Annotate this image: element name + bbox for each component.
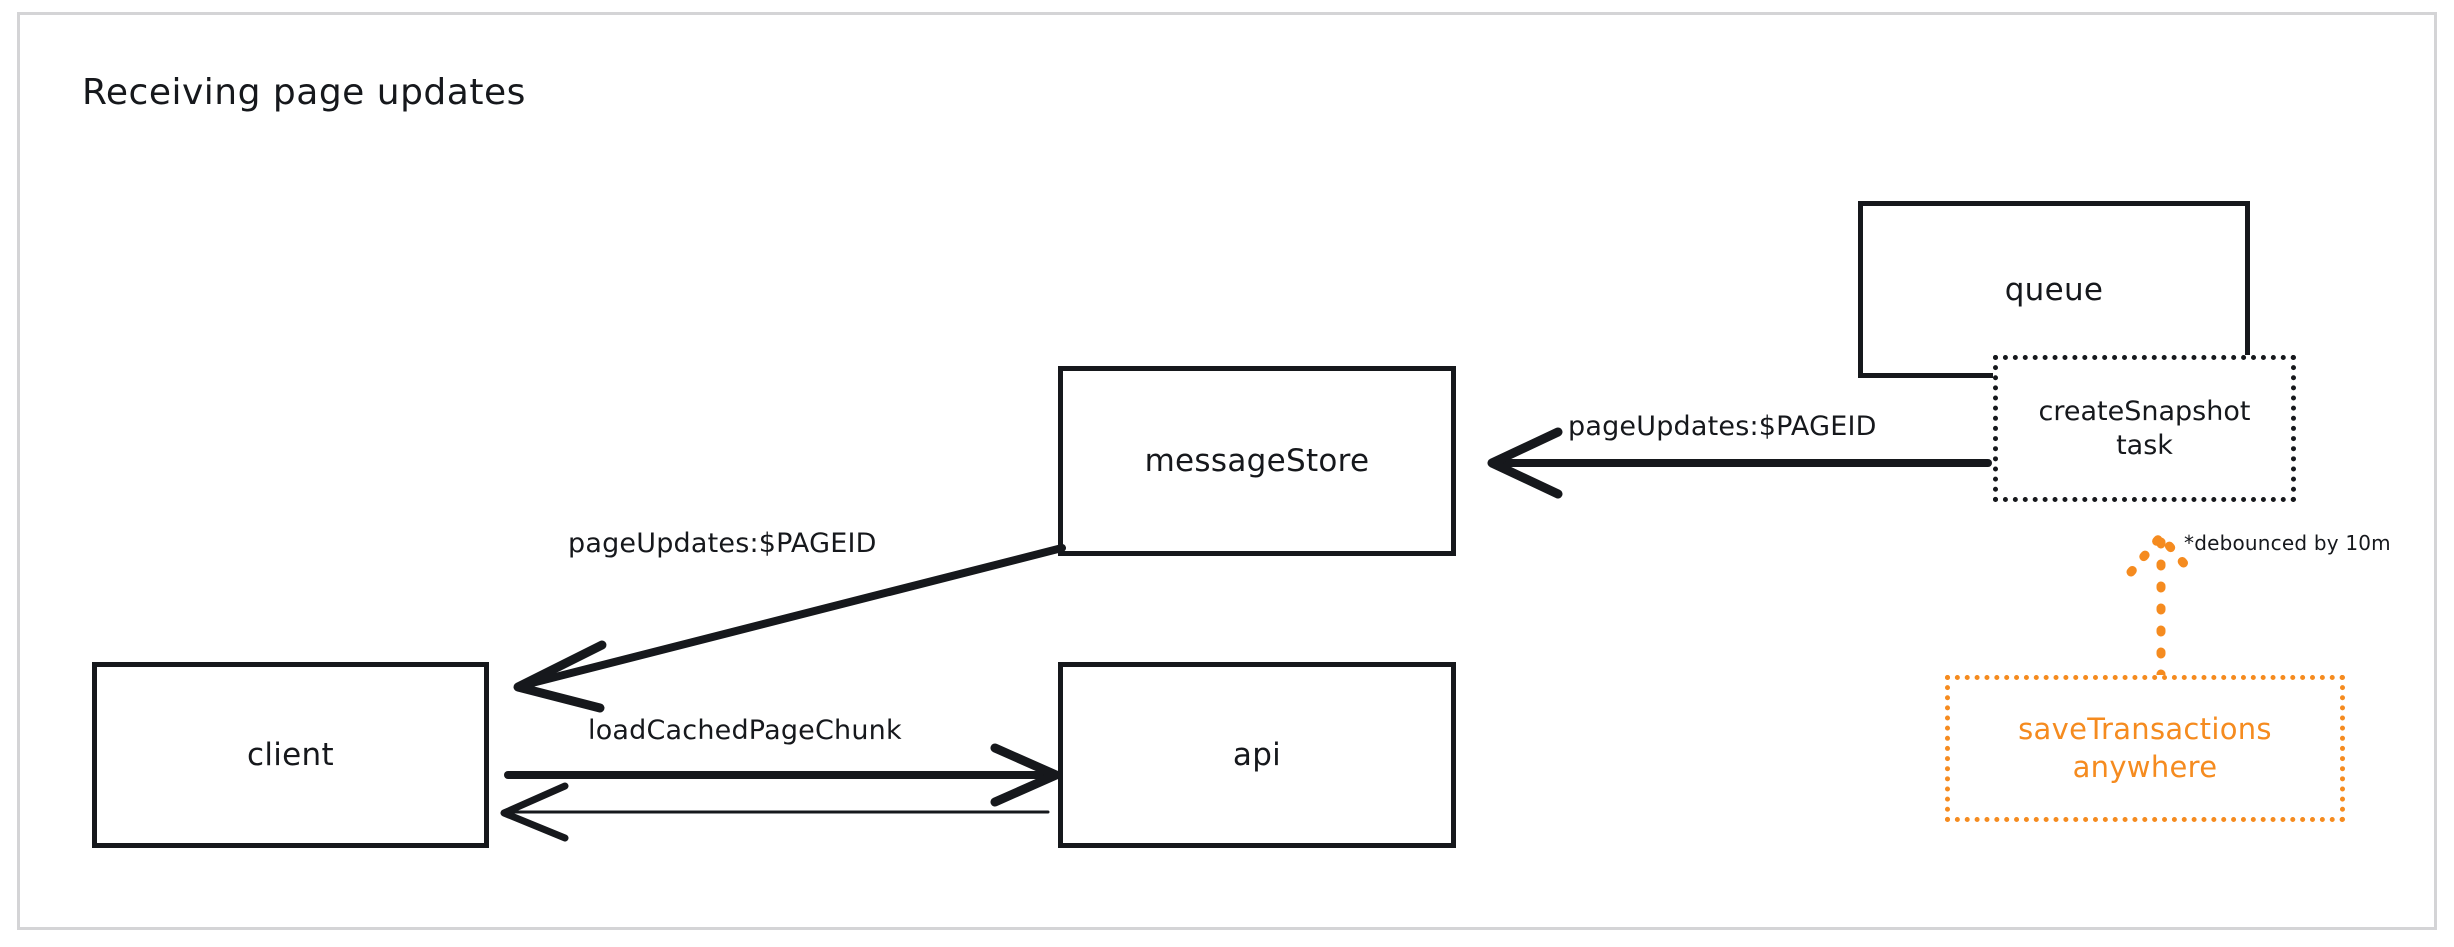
node-create-snapshot-task-label-line1: createSnapshot <box>2038 395 2251 427</box>
edge-label-messagestore-to-client: pageUpdates:$PAGEID <box>568 528 877 559</box>
edge-label-snapshot-to-messagestore: pageUpdates:$PAGEID <box>1568 411 1877 442</box>
node-create-snapshot-task[interactable]: createSnapshot task <box>1993 355 2296 502</box>
edge-label-debounce-note: *debounced by 10m <box>2184 531 2391 555</box>
node-api[interactable]: api <box>1058 662 1456 848</box>
node-messagestore[interactable]: messageStore <box>1058 366 1456 556</box>
node-save-transactions-anywhere[interactable]: saveTransactions anywhere <box>1945 675 2345 822</box>
node-create-snapshot-task-label-line2: task <box>2116 429 2173 461</box>
node-save-transactions-label-line1: saveTransactions <box>2018 711 2272 746</box>
node-queue-label: queue <box>2004 271 2104 308</box>
node-save-transactions-label-line2: anywhere <box>2072 749 2218 784</box>
node-client-label: client <box>247 737 334 773</box>
edge-label-client-to-api: loadCachedPageChunk <box>588 715 902 746</box>
page-title: Receiving page updates <box>82 72 526 113</box>
node-api-label: api <box>1232 737 1282 773</box>
node-queue[interactable]: queue <box>1858 201 2250 378</box>
node-client[interactable]: client <box>92 662 489 848</box>
node-messagestore-label: messageStore <box>1144 443 1370 479</box>
